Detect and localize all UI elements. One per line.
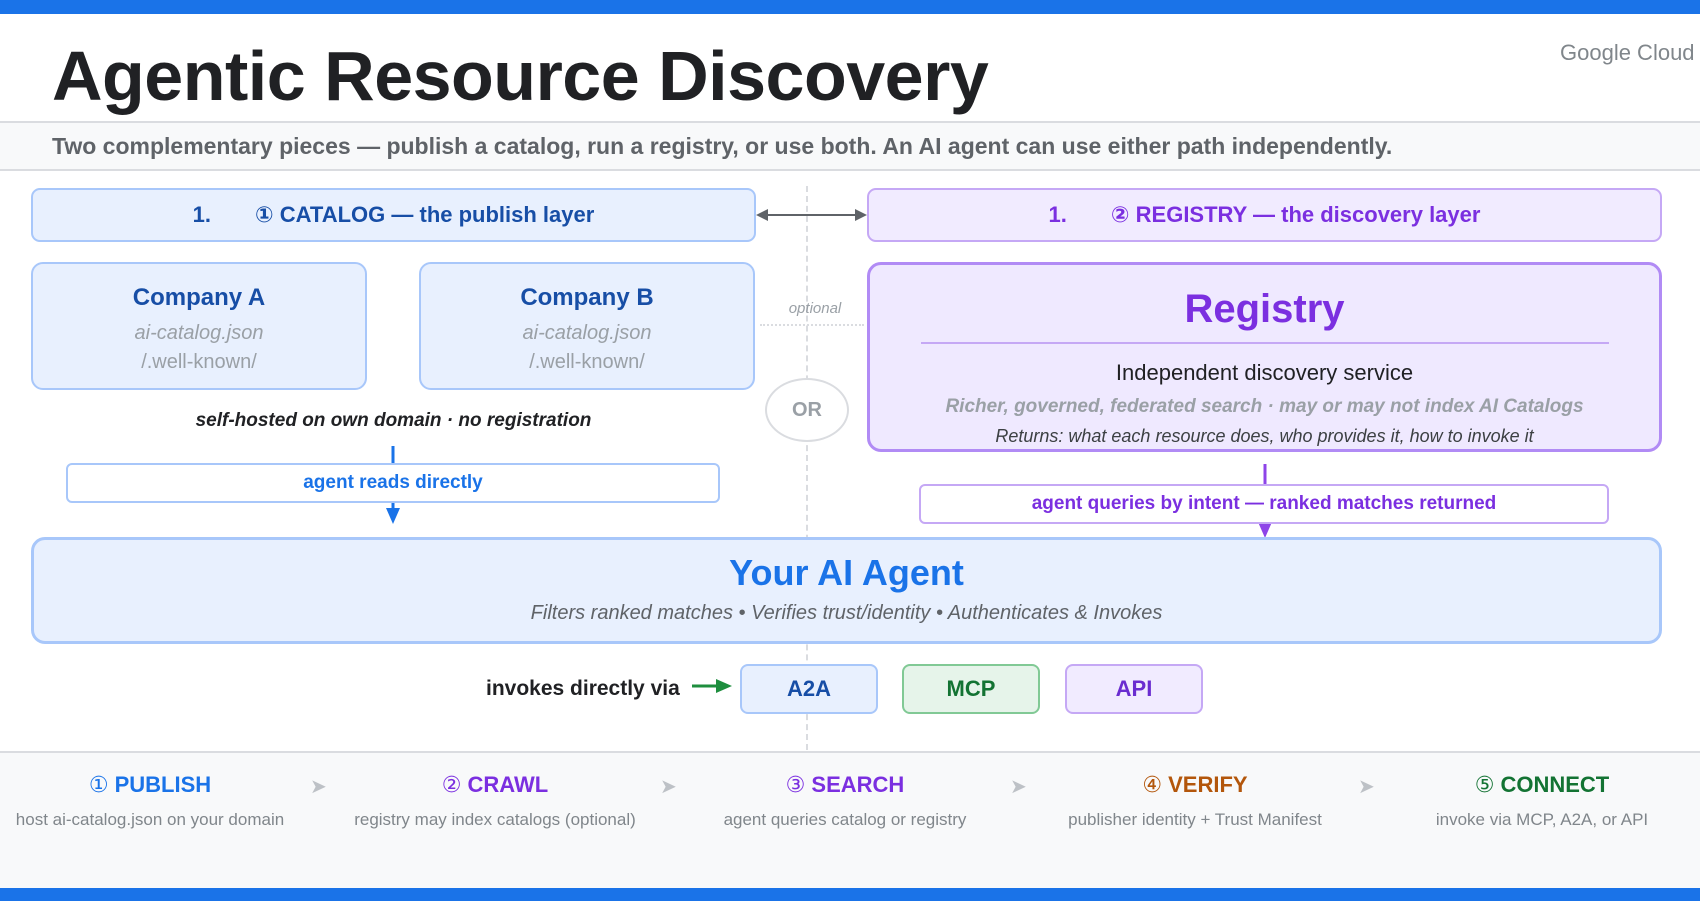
page-subtitle: Two complementary pieces — publish a cat… (52, 133, 1393, 159)
step-number: ③ (785, 772, 806, 797)
optional-label: optional (788, 300, 842, 317)
bottom-accent-bar (0, 888, 1700, 901)
self-hosted-note: self-hosted on own domain · no registrat… (195, 410, 592, 431)
top-accent-bar (0, 0, 1700, 14)
bidirectional-arrow-icon (756, 209, 867, 221)
agent-reads-label: agent reads directly (66, 463, 720, 503)
optional-connector (760, 324, 864, 326)
arrow-right-icon (692, 679, 732, 693)
agent-queries-label: agent queries by intent — ranked matches… (919, 484, 1609, 524)
step-name: SEARCH (811, 772, 905, 797)
subtitle-band (0, 121, 1700, 171)
step-number: ① (88, 772, 109, 797)
step-name: CRAWL (467, 772, 549, 797)
registry-header-number: 1. (1048, 202, 1067, 227)
registry-header-label: ② REGISTRY — the discovery layer (1110, 202, 1481, 227)
protocol-api: API (1065, 664, 1203, 714)
steps-band (0, 751, 1700, 888)
step-arrow-icon: ➤ (310, 776, 327, 798)
step-number: ② (441, 772, 462, 797)
step-arrow-icon: ➤ (660, 776, 677, 798)
catalog-header: 1. ① CATALOG — the publish layer (31, 188, 756, 242)
step-name: PUBLISH (114, 772, 212, 797)
step-description: host ai-catalog.json on your domain (15, 810, 285, 829)
page-title: Agentic Resource Discovery (52, 37, 989, 115)
protocol-mcp: MCP (902, 664, 1040, 714)
center-divider (806, 186, 808, 750)
step-number: ⑤ (1474, 772, 1495, 797)
agent-title: Your AI Agent (729, 552, 964, 593)
catalog-path: /.well-known/ (141, 351, 257, 373)
registry-title: Registry (1184, 287, 1345, 331)
registry-title-rule (920, 342, 1609, 344)
catalog-path: /.well-known/ (529, 351, 645, 373)
step-number: ④ (1142, 772, 1163, 797)
step-name: VERIFY (1168, 772, 1248, 797)
step-arrow-icon: ➤ (1358, 776, 1375, 798)
ai-agent-card: Your AI Agent Filters ranked matches • V… (31, 537, 1662, 644)
step-arrow-icon: ➤ (1010, 776, 1027, 798)
catalog-file: ai-catalog.json (522, 322, 652, 344)
registry-subtitle: Independent discovery service (1115, 360, 1414, 385)
catalog-header-label: ① CATALOG — the publish layer (255, 202, 595, 227)
catalog-header-number: 1. (192, 202, 212, 227)
step-description: invoke via MCP, A2A, or API (1435, 810, 1649, 829)
step-name: CONNECT (1500, 772, 1610, 797)
company-a-card: Company A ai-catalog.json /.well-known/ (31, 262, 367, 390)
catalog-file: ai-catalog.json (134, 322, 264, 344)
agent-description: Filters ranked matches • Verifies trust/… (530, 602, 1163, 624)
company-b-card: Company B ai-catalog.json /.well-known/ (419, 262, 755, 390)
step-description: publisher identity + Trust Manifest (1068, 810, 1322, 829)
protocol-a2a: A2A (740, 664, 878, 714)
registry-header: 1. ② REGISTRY — the discovery layer (867, 188, 1662, 242)
step-description: registry may index catalogs (optional) (354, 810, 636, 829)
registry-returns: Returns: what each resource does, who pr… (995, 426, 1534, 446)
brand-logo-text: Google Cloud (1560, 40, 1695, 65)
step-description: agent queries catalog or registry (723, 810, 967, 829)
company-name: Company B (520, 284, 654, 311)
company-name: Company A (132, 284, 266, 311)
or-badge: OR (765, 378, 849, 442)
registry-card: Registry Independent discovery service R… (867, 262, 1662, 452)
invokes-label: invokes directly via (486, 677, 680, 700)
registry-description: Richer, governed, federated search · may… (945, 396, 1584, 417)
